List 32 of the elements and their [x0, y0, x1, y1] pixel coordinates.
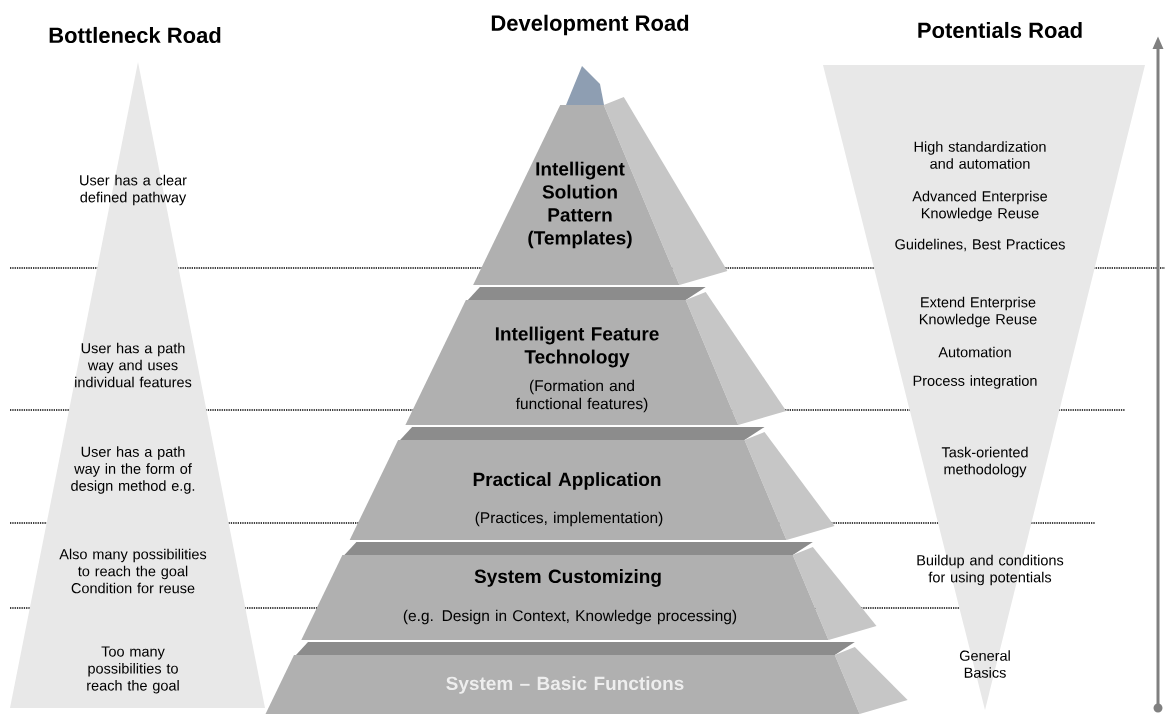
layer-title: System Customizing	[474, 569, 661, 587]
pyramid-layer	[349, 427, 835, 540]
note-text: Guidelines, Best Practices	[895, 238, 1065, 252]
road-heading: Potentials Road	[918, 21, 1082, 39]
road-heading: Bottleneck Road	[49, 26, 221, 44]
layer-title: System – Basic Functions	[446, 676, 684, 694]
pyramid-layer	[473, 66, 728, 285]
layer-title: Intelligent Feature Technology	[495, 326, 659, 368]
layer-title: Intelligent Solution Pattern (Templates)	[528, 161, 632, 249]
road-heading: Development Road	[491, 14, 689, 36]
triangle	[823, 21, 1145, 710]
layer-subtitle: (Practices, implementation)	[475, 511, 663, 527]
note-text: Too many possibilities to reach the goal	[87, 646, 179, 694]
layer-subtitle: (e.g. Design in Context, Knowledge processing)	[403, 609, 737, 625]
note-text: User has a path way in the form of design method e.g.	[71, 446, 195, 494]
pyramid-layer	[301, 542, 877, 640]
note-text: Task-oriented methodology	[941, 446, 1028, 478]
note-text: Extend Enterprise Knowledge Reuse	[919, 296, 1037, 328]
triangle	[10, 26, 265, 708]
note-text: User has a clear defined pathway	[80, 174, 187, 206]
note-text: Also many possibilities to reach the goal Condition for reuse	[59, 548, 207, 594]
note-text: Buildup and conditions for using potentials	[917, 554, 1064, 586]
note-text: High standardization and automation	[914, 141, 1046, 169]
note-text: Automation	[938, 346, 1011, 358]
note-text: Process integration	[913, 375, 1037, 389]
note-text: Advanced Enterprise Knowledge Reuse	[912, 190, 1048, 222]
note-text: General Basics	[959, 650, 1010, 678]
pyramid-layer	[265, 642, 908, 714]
note-text: User has a path way and uses individual features	[75, 342, 192, 388]
layer-subtitle: (Formation and functional features)	[515, 379, 648, 413]
pyramid-layer	[405, 287, 787, 425]
layer-title: Practical Application	[473, 472, 661, 490]
